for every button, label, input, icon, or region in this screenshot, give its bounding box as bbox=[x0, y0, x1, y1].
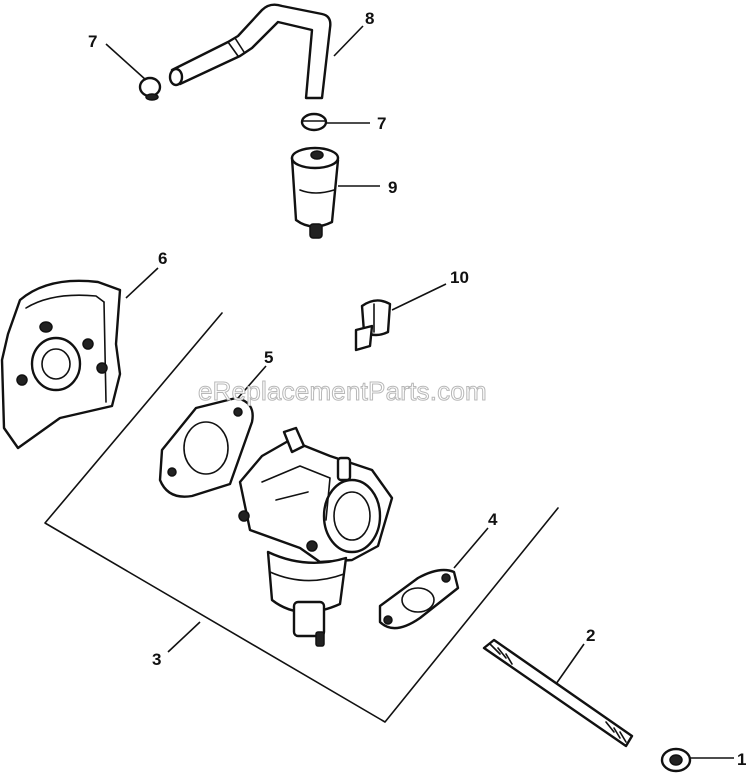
callout-1: 1 bbox=[737, 750, 746, 769]
part-6-base-plate bbox=[0, 279, 122, 450]
callout-7-center: 7 bbox=[377, 114, 386, 133]
part-2-stud bbox=[482, 638, 634, 748]
assembly-outline bbox=[44, 312, 559, 723]
part-7-clamp-center bbox=[300, 112, 328, 132]
callout-7-left: 7 bbox=[88, 32, 97, 51]
leader-lines bbox=[105, 25, 734, 759]
callout-10: 10 bbox=[450, 268, 469, 287]
watermark: eReplacementParts.com bbox=[198, 376, 487, 406]
callout-9: 9 bbox=[388, 178, 397, 197]
callout-4: 4 bbox=[488, 510, 498, 529]
part-3-carburetor bbox=[238, 426, 394, 647]
part-9-fuel-filter bbox=[290, 146, 340, 239]
part-7-clamp-left bbox=[138, 76, 162, 101]
callout-6: 6 bbox=[158, 249, 167, 268]
part-5-gasket bbox=[158, 396, 254, 498]
part-10-bracket bbox=[354, 299, 392, 352]
part-1-nut bbox=[660, 747, 692, 773]
callout-5: 5 bbox=[264, 348, 273, 367]
callout-3: 3 bbox=[152, 650, 161, 669]
part-8-fuel-line bbox=[168, 3, 332, 100]
callout-8: 8 bbox=[365, 9, 374, 28]
callout-2: 2 bbox=[586, 626, 595, 645]
part-4-gasket bbox=[378, 568, 460, 630]
